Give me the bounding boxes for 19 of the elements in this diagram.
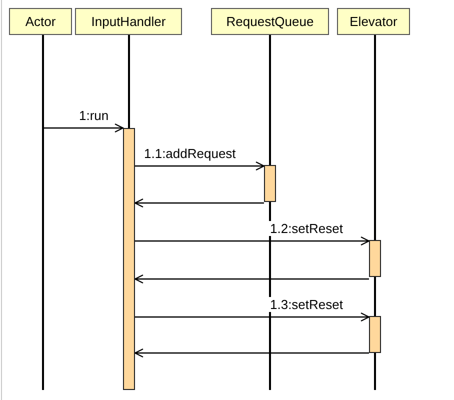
message-label: 1.2:setReset: [269, 221, 344, 236]
participant-name: Actor: [25, 14, 56, 29]
participant-name: InputHandler: [91, 14, 166, 29]
message-arrow: [43, 123, 124, 133]
message-arrow: [134, 348, 369, 358]
activation-bar: [123, 128, 135, 390]
message-arrow: [135, 161, 265, 171]
message-label: 1.3:setReset: [269, 297, 344, 312]
message-arrow: [135, 312, 370, 322]
message-label: 1.1:addRequest: [143, 146, 237, 161]
participant-name: Elevator: [350, 14, 398, 29]
message-arrow: [135, 236, 370, 246]
activation-bar: [369, 240, 381, 277]
activation-bar: [369, 316, 381, 353]
message-arrow: [134, 274, 369, 284]
participant-name: RequestQueue: [226, 14, 314, 29]
activation-bar: [264, 165, 276, 202]
message-arrow: [134, 198, 264, 208]
message-label: 1:run: [78, 108, 110, 123]
